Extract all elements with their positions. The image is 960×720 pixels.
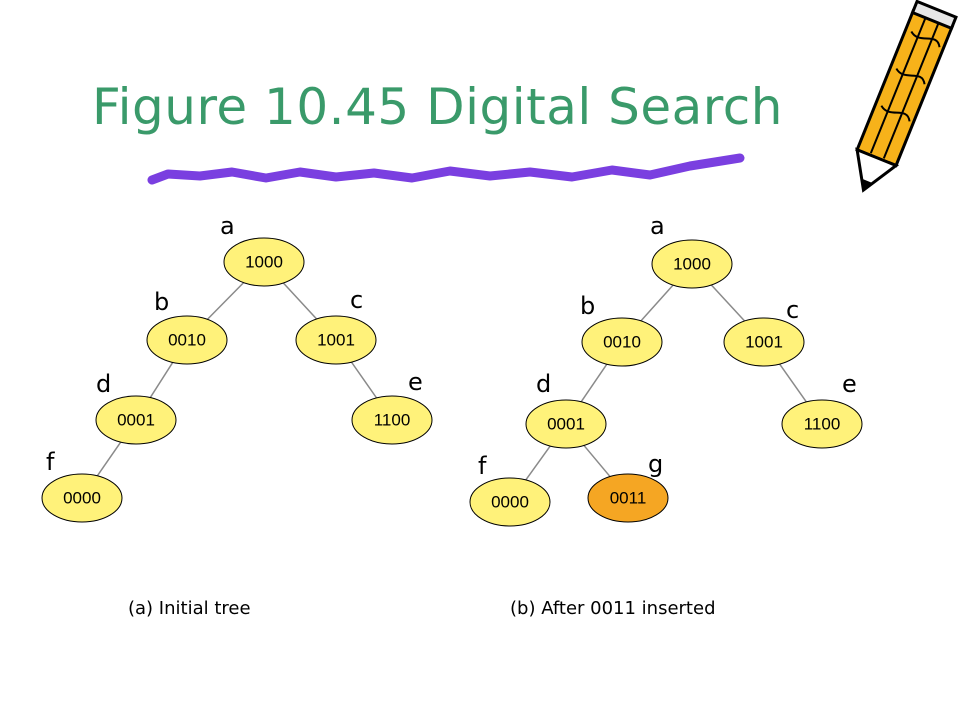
node-key-a: 1000 [673,255,711,274]
node-key-d: 0001 [547,415,585,434]
tree-node-c [723,317,805,367]
node-label-g: g [648,450,663,478]
node-label-f: f [478,452,487,480]
node-label-e: e [408,368,423,396]
node-label-e: e [842,370,857,398]
node-key-e: 1100 [804,415,841,434]
node-key-a: 1000 [245,253,283,272]
node-key-g: 0011 [610,489,647,508]
tree-node-a [651,239,733,289]
tree-node-b [581,317,663,367]
node-label-d: d [536,370,551,398]
tree-node-b [146,315,228,365]
node-key-b: 0010 [168,331,206,350]
edge-a-c [710,284,746,322]
node-key-d: 0001 [117,411,155,430]
tree-node-d [525,399,607,449]
node-label-a: a [220,212,235,240]
node-label-d: d [96,370,111,398]
edge-c-e [779,363,807,403]
edge-a-b [206,282,245,320]
title-underline-stroke [147,153,745,185]
node-label-a: a [650,212,665,240]
pencil-eraser [910,0,958,31]
edge-a-c [282,282,318,320]
tree-node-f [41,473,123,523]
tree-node-c [295,315,377,365]
tree-node-f [469,477,551,527]
edge-b-d [149,362,174,398]
tree-caption-a: (a) Initial tree [128,598,251,619]
pencil-icon-group [855,0,958,193]
edge-a-b [640,284,674,322]
tree-node-e [351,395,433,445]
edge-d-f [525,445,551,481]
edge-d-f [96,441,122,477]
edge-b-d [580,363,608,403]
page-title: Figure 10.45 Digital Search [92,78,783,136]
tree-caption-b: (b) After 0011 inserted [510,598,716,619]
pencil-tip [855,147,900,193]
edge-c-e [350,361,378,399]
node-label-c: c [786,296,799,324]
node-label-c: c [350,286,363,314]
node-key-f: 0000 [63,489,101,508]
tree-node-e [781,399,863,449]
node-key-e: 1100 [374,411,411,430]
tree-node-d [95,395,177,445]
node-key-c: 1001 [745,333,783,352]
node-key-b: 0010 [603,333,641,352]
tree-node-a [223,237,305,287]
pencil-icon [855,0,958,193]
node-key-f: 0000 [491,493,529,512]
node-key-c: 1001 [317,331,355,350]
node-label-b: b [580,292,595,320]
node-label-b: b [154,288,169,316]
edge-d-g [583,444,611,478]
tree-a: 1000 a 0010 b 1001 c 0001 d 1100 e 0000 f (a) Initia… [41,212,433,619]
node-label-f: f [46,448,55,476]
tree-node-g [587,473,669,523]
